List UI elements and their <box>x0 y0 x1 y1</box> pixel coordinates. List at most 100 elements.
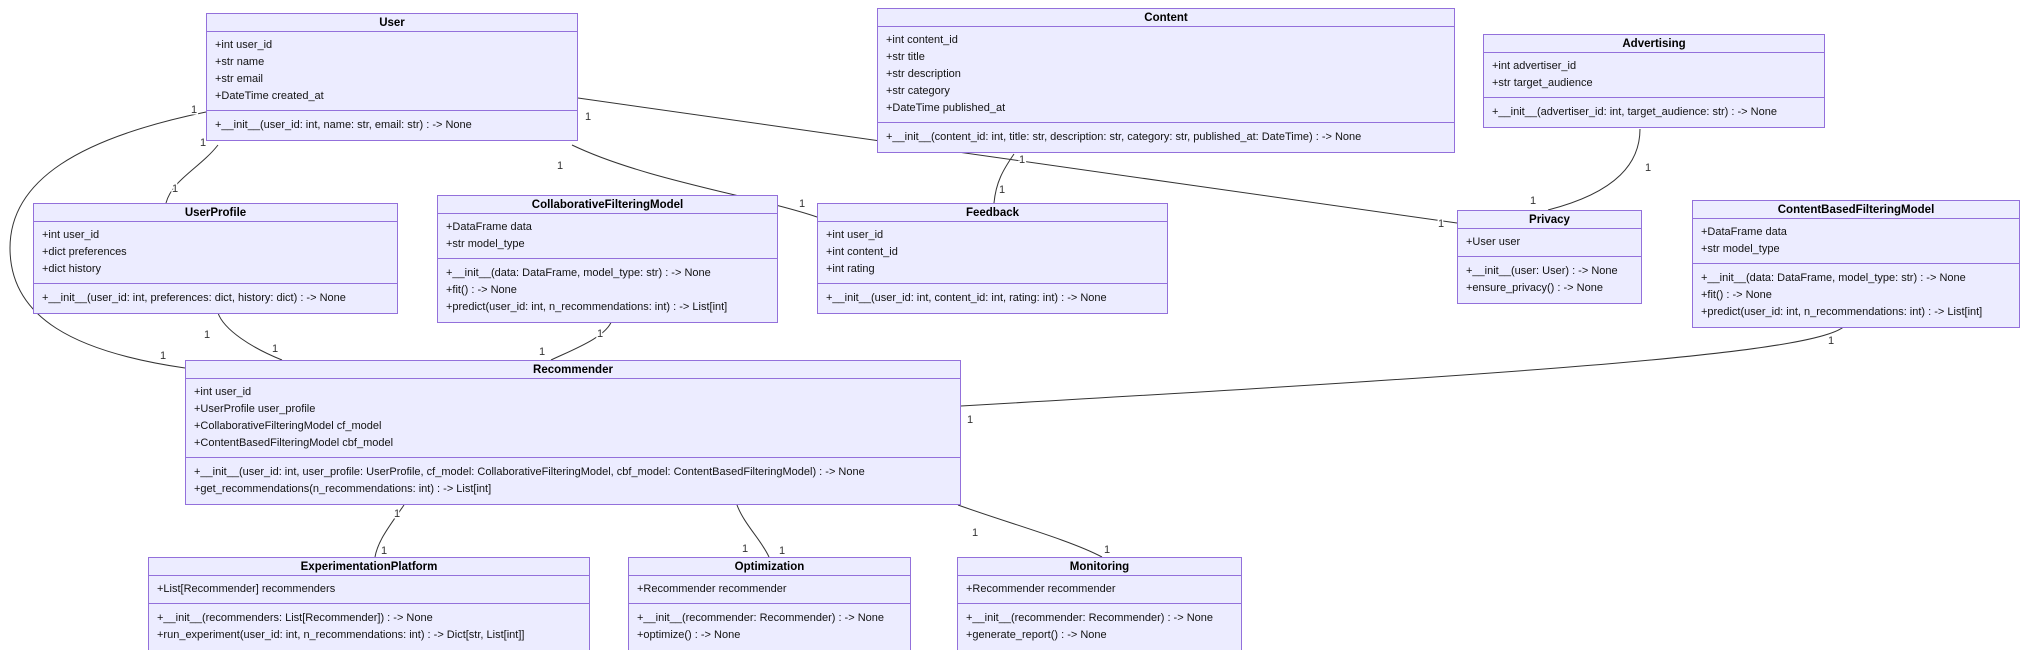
edge-userprofile--recommender <box>217 312 283 361</box>
class-title-recommender: Recommender <box>186 361 960 379</box>
class-methods-cbfmodel: +__init__(data: DataFrame, model_type: s… <box>1693 264 2019 327</box>
class-methods-recommender: +__init__(user_id: int, user_profile: Us… <box>186 458 960 504</box>
attribute-line: +ContentBasedFilteringModel cbf_model <box>194 437 394 449</box>
class-attributes-monitoring: +Recommender recommender <box>958 576 1241 604</box>
edge-user--recommender <box>9 111 207 369</box>
method-line: +__init__(data: DataFrame, model_type: s… <box>446 267 711 279</box>
class-experimentation: ExperimentationPlatform +List[Recommender… <box>148 557 590 650</box>
method-line: +__init__(user_id: int, user_profile: Us… <box>194 466 865 478</box>
attribute-line: +UserProfile user_profile <box>194 403 316 415</box>
class-methods-cfmodel: +__init__(data: DataFrame, model_type: s… <box>438 259 777 322</box>
attribute-line: +str target_audience <box>1492 77 1593 89</box>
multiplicity-label: 1 <box>1828 335 1834 347</box>
multiplicity-label: 1 <box>597 328 603 340</box>
method-line: +__init__(recommender: Recommender) : ->… <box>637 612 885 624</box>
method-line: +predict(user_id: int, n_recommendations… <box>1701 306 1983 318</box>
class-optimization: Optimization+Recommender recommender+__i… <box>628 557 911 650</box>
multiplicity-label: 1 <box>999 184 1005 196</box>
edge-user--feedback <box>571 144 818 218</box>
multiplicity-label: 1 <box>539 346 545 358</box>
class-title-userprofile: UserProfile <box>34 204 397 222</box>
attribute-line: +int user_id <box>194 386 252 398</box>
class-methods-advertising: +__init__(advertiser_id: int, target_aud… <box>1484 98 1824 127</box>
class-methods-privacy: +__init__(user: User) : -> None+ensure_p… <box>1458 257 1641 303</box>
attribute-line: +dict history <box>42 263 101 275</box>
multiplicity-label: 1 <box>585 111 591 123</box>
attribute-line: +Recommender recommender <box>966 583 1116 595</box>
class-title-monitoring: Monitoring <box>958 558 1241 576</box>
multiplicity-label: 1 <box>191 104 197 116</box>
multiplicity-label: 1 <box>272 343 278 355</box>
attribute-line: +Recommender recommender <box>637 583 787 595</box>
class-feedback: Feedback+int user_id+int content_id+int … <box>817 203 1168 314</box>
attribute-line: +int rating <box>826 263 875 275</box>
attribute-line: +DataFrame data <box>446 221 532 233</box>
class-userprofile: UserProfile+int user_id+dict preferences… <box>33 203 398 314</box>
multiplicity-label: 1 <box>557 160 563 172</box>
multiplicity-label: 1 <box>1645 162 1651 174</box>
class-attributes-userprofile: +int user_id+dict preferences+dict histo… <box>34 222 397 284</box>
multiplicity-label: 1 <box>172 183 178 195</box>
attribute-line: +str email <box>215 73 263 85</box>
method-line: +get_recommendations(n_recommendations: … <box>194 483 492 495</box>
multiplicity-label: 1 <box>1530 195 1536 207</box>
attribute-line: +str model_type <box>1701 243 1780 255</box>
class-title-user: User <box>207 14 577 32</box>
multiplicity-label: 1 <box>779 545 785 557</box>
class-attributes-recommender: +int user_id +UserProfile user_profile +Co… <box>186 379 960 458</box>
multiplicity-label: 1 <box>1019 154 1025 166</box>
multiplicity-label: 1 <box>972 527 978 539</box>
class-title-content: Content <box>878 9 1454 27</box>
edge-user--userprofile <box>165 144 219 204</box>
attribute-line: +int user_id <box>215 39 273 51</box>
multiplicity-label: 1 <box>1438 218 1444 230</box>
edge-recommender--experimentation <box>374 504 405 558</box>
class-title-cfmodel: CollaborativeFilteringModel <box>438 196 777 214</box>
method-line: +generate_report() : -> None <box>966 629 1107 641</box>
edge-recommender--monitoring <box>957 504 1103 558</box>
multiplicity-label: 1 <box>394 508 400 520</box>
class-title-experimentation: ExperimentationPlatform <box>149 558 589 576</box>
method-line: +__init__(advertiser_id: int, target_aud… <box>1492 106 1777 118</box>
method-line: +__init__(recommender: Recommender) : ->… <box>966 612 1214 624</box>
multiplicity-label: 1 <box>160 350 166 362</box>
edge-content--feedback <box>993 153 1015 204</box>
class-attributes-optimization: +Recommender recommender <box>629 576 910 604</box>
attribute-line: +DateTime created_at <box>215 90 324 102</box>
attribute-line: +int content_id <box>826 246 898 258</box>
multiplicity-label: 1 <box>1104 544 1110 556</box>
attribute-line: +User user <box>1466 236 1521 248</box>
method-line: +__init__(user: User) : -> None <box>1466 265 1618 277</box>
edge-advertising--privacy <box>1547 128 1641 211</box>
class-title-advertising: Advertising <box>1484 35 1824 53</box>
multiplicity-label: 1 <box>742 543 748 555</box>
attribute-line: +int user_id <box>826 229 884 241</box>
class-methods-user: +__init__(user_id: int, name: str, email… <box>207 111 577 140</box>
class-cfmodel: CollaborativeFilteringModel +DataFrame da… <box>437 195 778 323</box>
class-content: Content+int content_id+str title+str des… <box>877 8 1455 153</box>
class-user: User +int user_id +str name +str email +Date… <box>206 13 578 141</box>
method-line: +fit() : -> None <box>446 284 517 296</box>
method-line: +__init__(user_id: int, preferences: dic… <box>42 292 346 304</box>
edge-cfmodel--recommender <box>550 319 613 361</box>
class-methods-content: +__init__(content_id: int, title: str, d… <box>878 123 1454 152</box>
class-attributes-feedback: +int user_id +int content_id +int rating <box>818 222 1167 284</box>
multiplicity-label: 1 <box>200 137 206 149</box>
class-attributes-privacy: +User user <box>1458 229 1641 257</box>
class-attributes-cbfmodel: +DataFrame data+str model_type <box>1693 219 2019 264</box>
method-line: +__init__(recommenders: List[Recommender… <box>157 612 433 624</box>
class-advertising: Advertising+int advertiser_id+str target… <box>1483 34 1825 128</box>
attribute-line: +str name <box>215 56 265 68</box>
class-methods-experimentation: +__init__(recommenders: List[Recommender… <box>149 604 589 650</box>
class-monitoring: Monitoring +Recommender recommender +__ini… <box>957 557 1242 650</box>
class-attributes-content: +int content_id+str title+str descriptio… <box>878 27 1454 123</box>
attribute-line: +int user_id <box>42 229 100 241</box>
multiplicity-label: 1 <box>799 198 805 210</box>
edge-recommender--optimization <box>736 504 770 558</box>
attribute-line: +DateTime published_at <box>886 102 1006 114</box>
attribute-line: +List[Recommender] recommenders <box>157 583 336 595</box>
class-attributes-user: +int user_id +str name +str email +DateTime… <box>207 32 577 111</box>
attribute-line: +str model_type <box>446 238 525 250</box>
method-line: +__init__(user_id: int, name: str, email… <box>215 119 472 131</box>
